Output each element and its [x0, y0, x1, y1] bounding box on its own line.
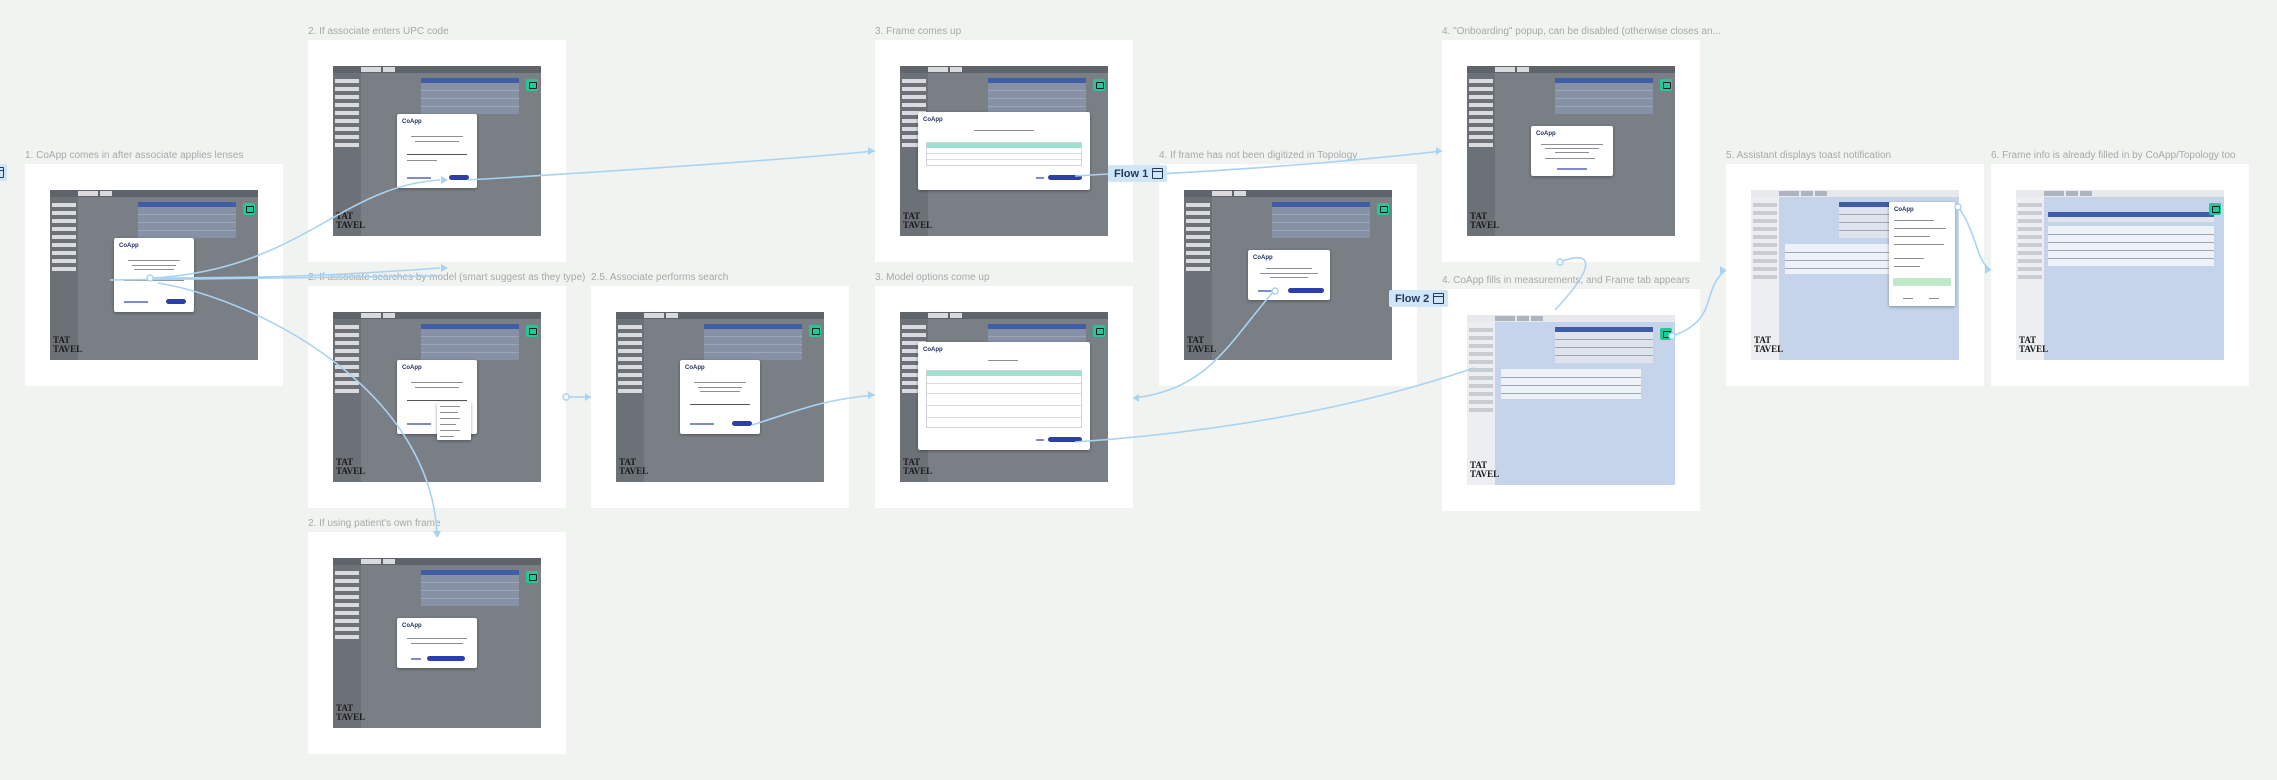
- popup-modal: CoApp: [918, 112, 1090, 190]
- extension-icon[interactable]: [2209, 203, 2221, 215]
- calendar-icon: [0, 167, 4, 178]
- extension-icon[interactable]: [243, 203, 255, 215]
- popup-modal: CoApp: [1248, 250, 1330, 300]
- flow-tag-1[interactable]: Flow 1: [1108, 165, 1168, 182]
- extension-icon[interactable]: [1093, 79, 1105, 91]
- label-step-6: 6. Frame info is already filled in by Co…: [1991, 150, 2236, 161]
- extension-icon[interactable]: [526, 79, 538, 91]
- extension-icon[interactable]: [1377, 203, 1389, 215]
- popup-modal: CoApp: [397, 618, 477, 668]
- popup-modal: CoApp: [918, 342, 1090, 450]
- flow-tag-offscreen[interactable]: [0, 164, 7, 181]
- label-step-2-5: 2.5. Associate performs search: [591, 272, 729, 283]
- extension-icon[interactable]: [1660, 79, 1672, 91]
- popup-modal: CoApp: [397, 114, 477, 188]
- popup-modal: CoApp: [1531, 126, 1613, 176]
- label-step-4-digitize: 4. If frame has not been digitized in To…: [1159, 150, 1358, 161]
- popup-modal: CoApp: [114, 238, 194, 312]
- flow-tag-2[interactable]: Flow 2: [1389, 290, 1449, 307]
- label-step-2-upc: 2. If associate enters UPC code: [308, 26, 449, 37]
- extension-icon[interactable]: [526, 571, 538, 583]
- toast-notification: [1893, 278, 1951, 286]
- calendar-icon: [1152, 168, 1164, 179]
- label-step-2-own-frame: 2. If using patient's own frame: [308, 518, 441, 529]
- suggest-dropdown[interactable]: [437, 402, 471, 440]
- label-step-1: 1. CoApp comes in after associate applie…: [25, 150, 244, 161]
- extension-icon[interactable]: [1660, 328, 1672, 340]
- extension-icon[interactable]: [1093, 325, 1105, 337]
- label-step-3-frame: 3. Frame comes up: [875, 26, 962, 37]
- label-step-3-models: 3. Model options come up: [875, 272, 990, 283]
- extension-icon[interactable]: [526, 325, 538, 337]
- label-step-4-onboarding: 4. "Onboarding" popup, can be disabled (…: [1442, 26, 1721, 37]
- popup-modal: CoApp: [680, 360, 760, 434]
- assistant-panel: CoApp: [1889, 202, 1955, 306]
- label-step-5: 5. Assistant displays toast notification: [1726, 150, 1892, 161]
- extension-icon[interactable]: [809, 325, 821, 337]
- label-step-4-fills: 4. CoApp fills in measurements, and Fram…: [1442, 275, 1690, 286]
- label-step-2-search: 2. If associate searches by model (smart…: [308, 272, 586, 283]
- calendar-icon: [1433, 293, 1445, 304]
